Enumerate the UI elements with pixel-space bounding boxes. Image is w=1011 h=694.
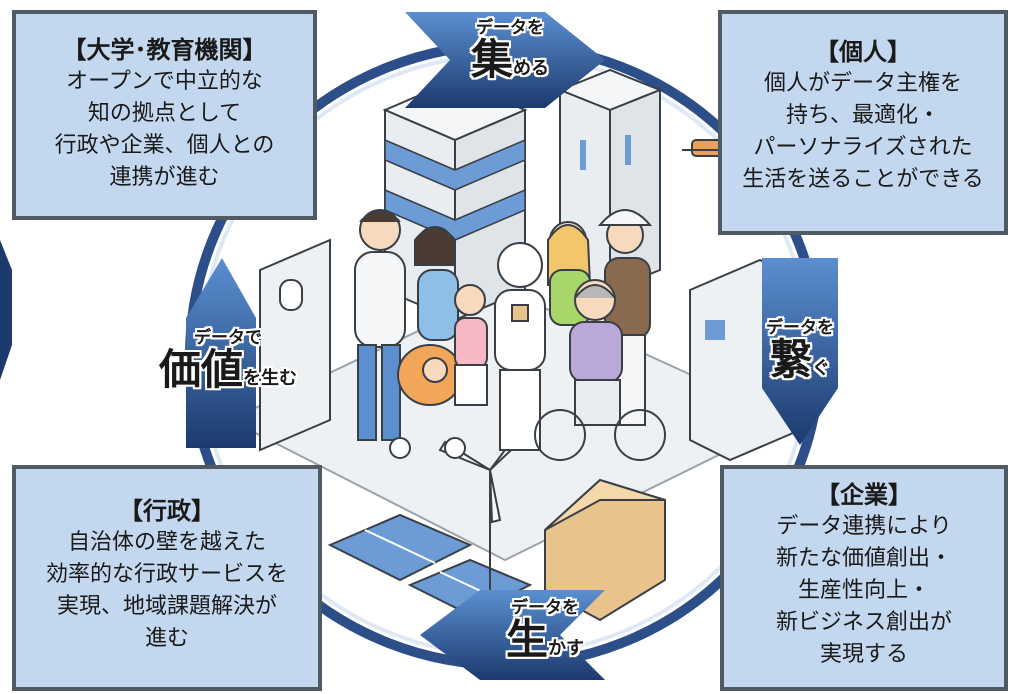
box-company: 【企業】 データ連携により 新たな価値創出・ 生産性向上・ 新ビジネス創出が 実… [720, 465, 1008, 691]
box-company-line-4: 新ビジネス創出が [775, 610, 952, 635]
box-government-line-1: 自治体の壁を越えた [67, 530, 266, 555]
arrow-utilize-small-text: データを [511, 598, 579, 618]
box-university-title: 【大学･教育機関】 [62, 36, 267, 64]
arrow-edge-left [0, 240, 12, 380]
arrow-value [186, 258, 256, 448]
arrow-connect-big-text: 繋 [769, 335, 812, 384]
arrow-connect [762, 258, 838, 445]
arrow-label-utilize: データを 生かす [470, 598, 620, 662]
box-individual-line-2: 持ち、最適化・ [785, 103, 940, 128]
arrow-label-value: データで 価値を生む [138, 328, 318, 392]
arrow-value-big-text: 価値 [158, 345, 243, 394]
box-individual: 【個人】 個人がデータ主権を 持ち、最適化・ パーソナライズされた 生活を送るこ… [718, 10, 1008, 235]
box-government-line-3: 実現、地域課題解決が [56, 594, 277, 619]
solar-panel-icon [327, 513, 533, 617]
box-individual-line-1: 個人がデータ主権を [763, 71, 962, 96]
box-university-line-2: 知の拠点として [87, 101, 242, 126]
box-company-line-1: データ連携により [776, 514, 952, 539]
box-government-line-4: 進む [144, 626, 189, 651]
arrow-connect-tail-text: ぐ [812, 358, 830, 379]
arrow-collect [405, 12, 605, 108]
arrow-value-tail-text: を生む [243, 368, 297, 389]
arrow-collect-tail-text: める [513, 58, 549, 79]
arrow-collect-big-text: 集 [470, 35, 513, 84]
box-company-title: 【企業】 [816, 481, 912, 509]
box-company-line-5: 実現する [819, 642, 908, 667]
box-university-line-1: オープンで中立的な [66, 69, 263, 94]
box-company-line-3: 生産性向上・ [797, 578, 930, 603]
arrow-label-collect: データを 集める [440, 18, 580, 82]
box-university-line-4: 連携が進む [109, 165, 220, 190]
box-government-title: 【行政】 [119, 497, 215, 525]
box-individual-line-4: 生活を送ることができる [742, 167, 984, 192]
arrow-utilize-big-text: 生 [505, 615, 548, 664]
arrow-label-connect: データを 繋ぐ [745, 318, 855, 382]
arrow-connect-small-text: データを [766, 318, 834, 338]
box-individual-title: 【個人】 [815, 38, 911, 66]
box-university-line-3: 行政や企業、個人との [54, 133, 275, 158]
box-government-line-2: 効率的な行政サービスを [45, 562, 288, 587]
box-government: 【行政】 自治体の壁を越えた 効率的な行政サービスを 実現、地域課題解決が 進む [12, 465, 322, 691]
arrow-utilize-tail-text: かす [548, 638, 584, 659]
arrow-collect-small-text: データを [476, 18, 544, 38]
arrow-value-small-text: データで [194, 328, 262, 348]
box-individual-line-3: パーソナライズされた [753, 135, 973, 160]
box-company-line-2: 新たな価値創出・ [775, 546, 952, 571]
arrow-utilize [420, 590, 605, 680]
box-university: 【大学･教育機関】 オープンで中立的な 知の拠点として 行政や企業、個人との 連… [12, 10, 317, 220]
people-group-illustration [354, 209, 666, 461]
